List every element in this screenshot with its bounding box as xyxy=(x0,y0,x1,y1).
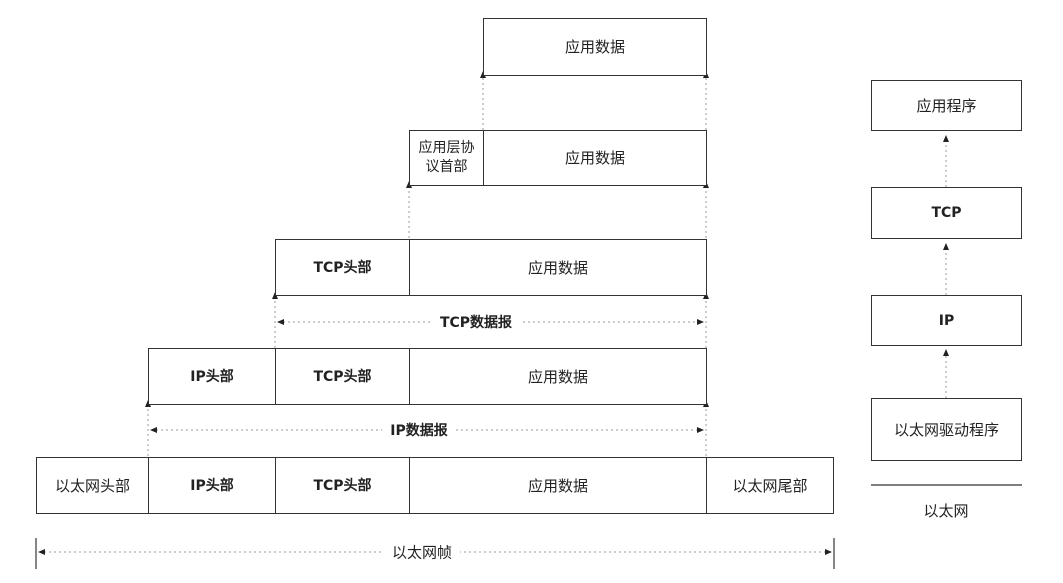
app-data-box: 应用数据 xyxy=(409,239,707,296)
ip-header-box: IP头部 xyxy=(148,457,276,514)
tcp-header-box: TCP头部 xyxy=(275,348,410,405)
arrowhead-right xyxy=(825,549,832,555)
app-data-box: 应用数据 xyxy=(409,348,707,405)
stack-network-label: 以太网 xyxy=(923,502,969,520)
app-protocol-header-box: 应用层协 议首部 xyxy=(409,130,484,186)
tcp-datagram-label: TCP数据报 xyxy=(431,312,521,332)
arrowhead-left xyxy=(150,427,157,433)
arrowhead-right xyxy=(697,319,704,325)
arrowhead-up xyxy=(943,243,949,250)
tcp-header-box: TCP头部 xyxy=(275,239,410,296)
ip-datagram-label: IP数据报 xyxy=(382,420,456,440)
stack-ip-box: IP xyxy=(871,295,1022,346)
stack-application-box: 应用程序 xyxy=(871,80,1022,131)
arrowhead-left xyxy=(38,549,45,555)
app-data-box: 应用数据 xyxy=(483,18,707,76)
app-data-box: 应用数据 xyxy=(483,130,707,186)
tcp-header-box: TCP头部 xyxy=(275,457,410,514)
ethernet-frame-label: 以太网帧 xyxy=(383,541,461,563)
arrowhead-right xyxy=(697,427,704,433)
arrowhead-left xyxy=(277,319,284,325)
app-data-box: 应用数据 xyxy=(409,457,707,514)
stack-driver-box: 以太网驱动程序 xyxy=(871,398,1022,461)
ethernet-trailer-box: 以太网尾部 xyxy=(706,457,834,514)
ip-header-box: IP头部 xyxy=(148,348,276,405)
ethernet-header-box: 以太网头部 xyxy=(36,457,149,514)
arrowhead-up xyxy=(943,349,949,356)
arrowhead-up xyxy=(943,135,949,142)
stack-tcp-box: TCP xyxy=(871,187,1022,239)
